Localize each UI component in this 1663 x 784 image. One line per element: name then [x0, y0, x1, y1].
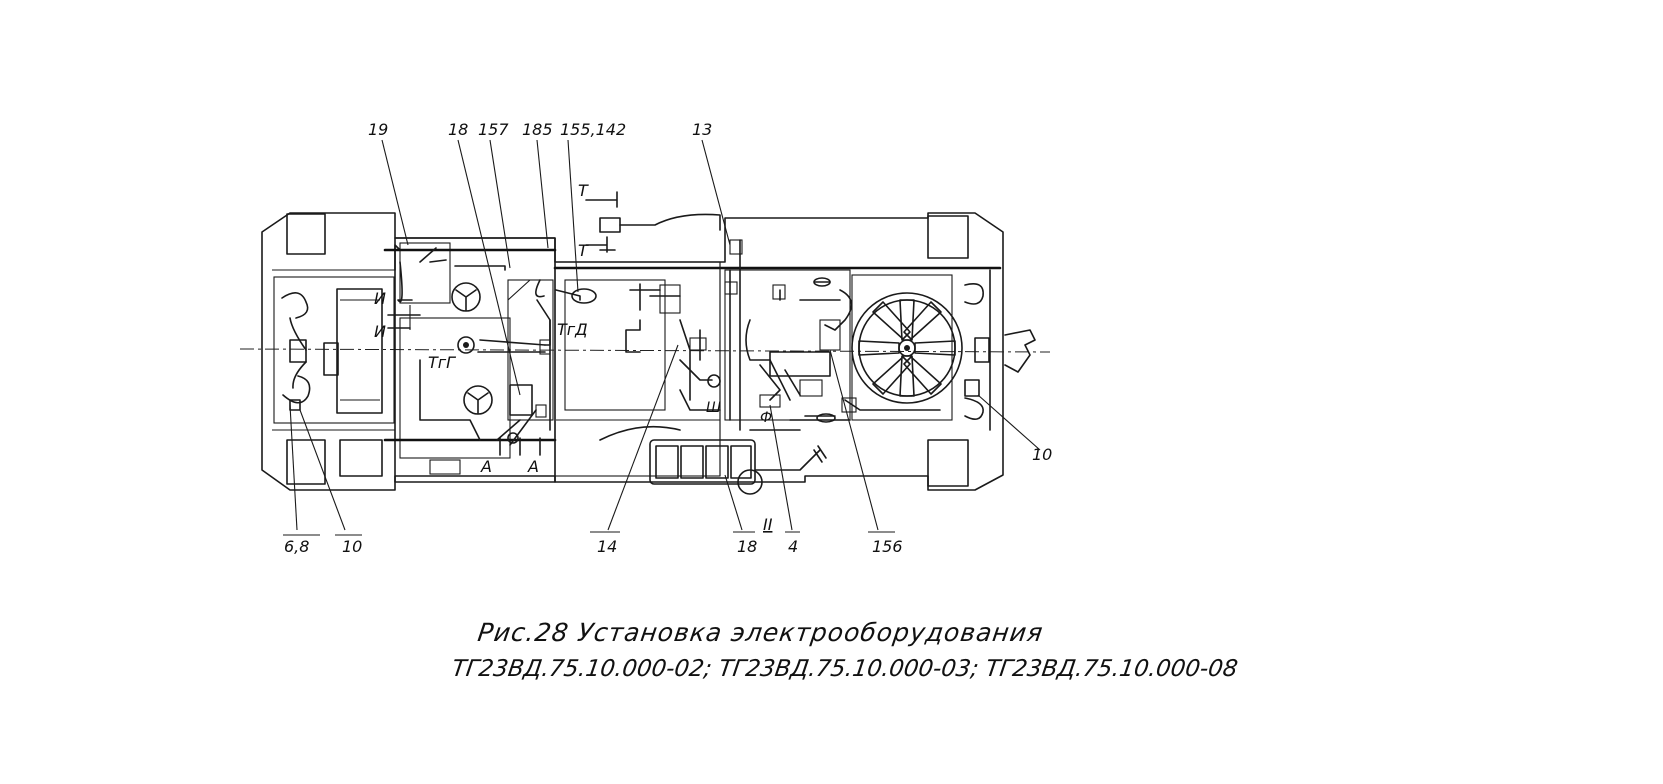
label-tgd: ТгД	[557, 320, 588, 339]
callout-157: 157	[478, 120, 509, 139]
label-tgg: ТгГ	[428, 353, 456, 372]
right-compartment	[724, 239, 941, 431]
callout-185: 185	[522, 120, 553, 139]
figure-canvas: 19 18 157 185 155,142 13 6,8 10 14 18 4 …	[239, 120, 1239, 682]
callout-4: 4	[788, 537, 798, 556]
callout-18-bottom: 18	[737, 537, 757, 556]
callout-10-right: 10	[1032, 445, 1052, 464]
left-compartment	[383, 237, 557, 483]
corner-pad-top-right	[927, 215, 969, 259]
label-view-ii: II	[763, 515, 773, 534]
central-compartment	[535, 191, 1002, 477]
callout-156: 156	[872, 537, 903, 556]
figure-caption-models: ТГ23ВД.75.10.000-02; ТГ23ВД.75.10.000-03…	[450, 656, 1240, 682]
figure-caption-title: Рис.28 Установка электрооборудования	[475, 618, 1046, 647]
callout-6-8: 6,8	[284, 537, 309, 556]
label-a-left: А	[480, 457, 492, 476]
label-i-top: И	[374, 289, 386, 308]
pad-bottom-2	[339, 439, 383, 477]
corner-pad-bottom-left	[286, 439, 326, 485]
label-sh: Ш	[706, 400, 721, 416]
label-t-top: Т	[578, 181, 589, 200]
label-a-right: А	[527, 457, 539, 476]
label-i-bottom: И	[374, 322, 386, 341]
center-axis	[239, 348, 1051, 353]
label-t-bottom: Т	[578, 241, 589, 260]
callout-13: 13	[692, 120, 712, 139]
callout-19: 19	[368, 120, 388, 139]
corner-pad-top-left	[286, 213, 326, 255]
callout-155-142: 155,142	[560, 120, 626, 139]
leader-lines	[283, 139, 1041, 536]
callout-18-top: 18	[448, 120, 468, 139]
radiator-fan	[851, 269, 991, 431]
corner-pad-bottom-right	[927, 439, 969, 487]
label-f: Ф	[760, 410, 772, 426]
battery-box	[649, 439, 827, 495]
coupler-right	[1004, 329, 1036, 373]
callout-14: 14	[597, 537, 617, 556]
electrical-layout-drawing: 19 18 157 185 155,142 13 6,8 10 14 18 4 …	[239, 120, 1052, 556]
callout-10-left: 10	[342, 537, 362, 556]
engine-block-left	[281, 288, 383, 414]
